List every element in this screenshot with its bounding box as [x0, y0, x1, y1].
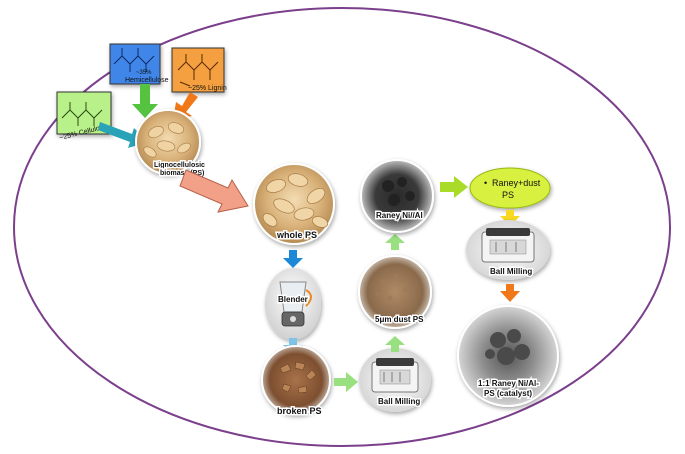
mix-bullet: • — [484, 178, 487, 188]
lignin-molecule-icon — [177, 54, 219, 87]
catalyst-texture — [485, 329, 530, 365]
raney-label: Raney Ni//Al — [376, 211, 423, 220]
dust-ps-image — [358, 255, 432, 329]
whole-ps-shells — [262, 173, 329, 228]
ball-mill-1-icon — [371, 358, 419, 393]
ball-milling-1-label: Ball Milling — [378, 397, 420, 406]
whole-ps-label: whole PS — [276, 230, 317, 240]
arrow-raney-to-mix — [440, 176, 468, 198]
mix-label-line2: PS — [502, 190, 514, 200]
hemicellulose-arrow — [132, 84, 158, 118]
catalyst-label-line1: 1:1 Raney Ni/Al- — [478, 379, 539, 388]
ball-milling-2-label: Ball Milling — [490, 267, 532, 276]
arrow-mix-to-mill2 — [500, 210, 520, 226]
hemicellulose-structure — [109, 43, 161, 85]
biomass-shells — [143, 122, 191, 158]
broken-ps-label: broken PS — [277, 406, 322, 416]
catalyst-label-line2: PS (catalyst) — [484, 389, 532, 398]
lignin-label: ~25% Lignin — [188, 85, 227, 92]
raney-texture — [382, 177, 415, 206]
dust-ps-texture — [376, 273, 409, 306]
broken-ps-image — [261, 345, 331, 415]
broken-ps-fragments — [279, 361, 317, 394]
ball-mill-2-icon — [481, 228, 535, 263]
mix-label-line1: Raney+dust — [492, 178, 541, 188]
lignin-box — [171, 47, 225, 93]
outer-ellipse — [13, 7, 671, 447]
hemicellulose-pct-label: ~35% — [136, 70, 152, 76]
dust-ps-label: 5μm dust PS — [375, 315, 424, 324]
cellulose-molecule-icon — [61, 102, 103, 126]
hemicellulose-molecule-icon — [113, 48, 155, 72]
hemicellulose-label: Hemicellulose — [125, 77, 169, 84]
big-arrow — [179, 169, 249, 213]
lignin-structure — [171, 47, 225, 93]
arrow-whole-to-blender — [283, 250, 303, 268]
arrow-mill2-to-catalyst — [500, 284, 520, 302]
arrow-dust-to-raney — [385, 234, 405, 250]
hemicellulose-box — [109, 43, 161, 85]
biomass-label-line1: Lignocellulosic — [154, 162, 205, 169]
blender-icon — [279, 281, 312, 327]
blender-label: Blender — [278, 295, 308, 304]
arrow-mill-to-dust — [385, 336, 405, 352]
mix-ellipse — [469, 167, 551, 209]
biomass-label-line2: biomass (PS) — [160, 170, 204, 177]
arrow-broken-to-mill — [334, 372, 358, 392]
